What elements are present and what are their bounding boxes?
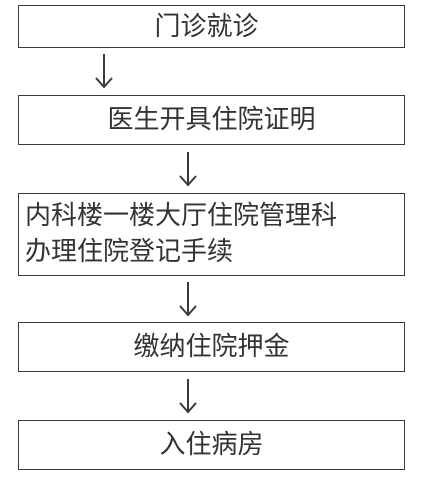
step-label: 医生开具住院证明 (107, 105, 316, 135)
step-admission-registration: 内科楼一楼大厅住院管理科 办理住院登记手续 (18, 193, 405, 276)
step-label: 缴纳住院押金 (133, 332, 290, 362)
step-label: 门诊就诊 (154, 11, 259, 42)
arrow-down-icon (176, 151, 200, 187)
arrow-down-icon (176, 281, 200, 317)
step-pay-deposit: 缴纳住院押金 (18, 322, 405, 372)
step-enter-ward: 入住病房 (18, 420, 405, 470)
arrow-down-icon (92, 53, 116, 89)
step-admission-certificate: 医生开具住院证明 (18, 95, 405, 145)
step-outpatient-visit: 门诊就诊 (18, 5, 405, 48)
step-label: 入住病房 (159, 430, 264, 460)
step-label-line-1: 内科楼一楼大厅住院管理科 (25, 201, 338, 231)
arrow-down-icon (176, 378, 200, 414)
step-label-line-2: 办理住院登记手续 (25, 237, 234, 267)
